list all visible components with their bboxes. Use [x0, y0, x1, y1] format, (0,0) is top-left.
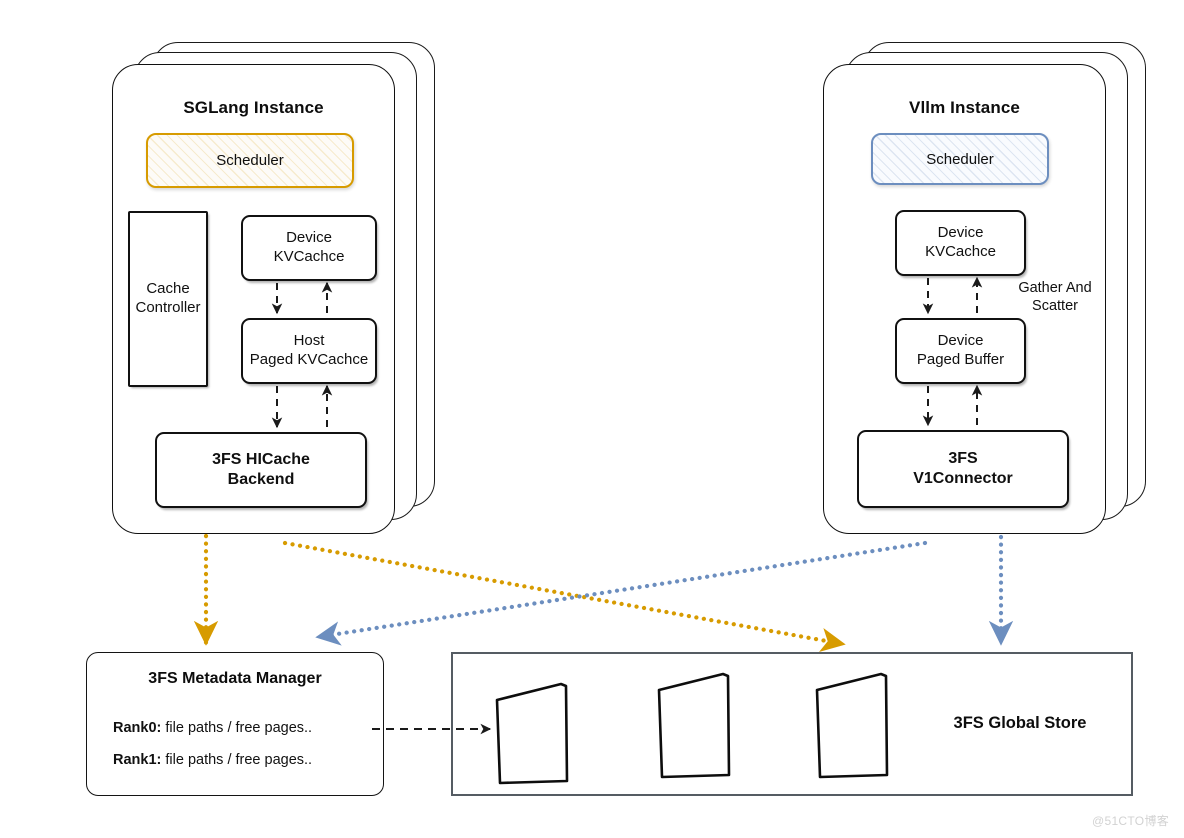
host-paged-kvcache-line1: Host	[293, 332, 325, 350]
3fs-hicache-backend-line1: 3FS HICache	[212, 450, 310, 468]
host-paged-kvcache-box[interactable]: Host Paged KVCachce	[241, 318, 377, 384]
arrow-sglang-to-global-store	[282, 540, 846, 653]
vllm-device-paged-buffer-box[interactable]: Device Paged Buffer	[895, 318, 1026, 384]
cache-controller-box[interactable]: Cache Controller	[128, 211, 208, 387]
3fs-metadata-manager-panel[interactable]	[86, 652, 384, 796]
sglang-device-kvcache-line1: Device	[286, 229, 332, 247]
metadata-rank1-label: Rank1:	[113, 752, 162, 768]
gather-and-scatter-line1: Gather And	[1018, 280, 1092, 296]
vllm-device-kvcache-box[interactable]: Device KVCachce	[895, 210, 1026, 276]
sglang-device-kvcache-line2: KVCachce	[273, 248, 345, 265]
gather-and-scatter-line2: Scatter	[1032, 298, 1078, 315]
metadata-rank0-row: Rank0: file paths / free pages..	[113, 720, 312, 736]
metadata-rank1-detail: file paths / free pages..	[161, 752, 313, 768]
vllm-device-kvcache-line1: Device	[937, 224, 984, 242]
3fs-metadata-manager-title: 3FS Metadata Manager	[148, 670, 322, 687]
vllm-device-paged-buffer-line1: Device	[937, 332, 984, 350]
gather-and-scatter-label: Gather And Scatter	[1000, 279, 1110, 315]
cache-controller-label-line2: Controller	[135, 299, 201, 316]
sglang-scheduler-label: Scheduler	[216, 152, 284, 169]
arrow-vllm-to-metadata-manager	[315, 540, 928, 646]
3fs-global-store-title: 3FS Global Store	[953, 714, 1087, 732]
host-paged-kvcache-line2: Paged KVCachce	[249, 351, 369, 368]
vllm-scheduler-label: Scheduler	[926, 150, 994, 168]
vllm-device-kvcache-line2: KVCachce	[925, 243, 996, 260]
sglang-instance-title: SGLang Instance	[183, 98, 324, 117]
metadata-rank1-row: Rank1: file paths / free pages..	[113, 752, 312, 768]
vllm-scheduler-box[interactable]: Scheduler	[871, 133, 1049, 185]
3fs-v1connector-line2: V1Connector	[913, 470, 1013, 487]
sglang-device-kvcache-box[interactable]: Device KVCachce	[241, 215, 377, 281]
vllm-instance-title: Vllm Instance	[909, 98, 1020, 117]
metadata-rank0-detail: file paths / free pages..	[161, 720, 313, 736]
watermark-label: @51CTO博客	[1092, 814, 1170, 828]
cache-controller-label-line1: Cache	[146, 280, 190, 298]
metadata-rank0-label: Rank0:	[113, 720, 162, 736]
3fs-v1connector-box[interactable]: 3FS V1Connector	[857, 430, 1069, 508]
3fs-hicache-backend-line2: Backend	[227, 471, 295, 488]
3fs-hicache-backend-box[interactable]: 3FS HICache Backend	[155, 432, 367, 508]
sglang-scheduler-box[interactable]: Scheduler	[146, 133, 354, 188]
vllm-device-paged-buffer-line2: Paged Buffer	[916, 351, 1005, 368]
3fs-v1connector-line1: 3FS	[948, 449, 978, 467]
